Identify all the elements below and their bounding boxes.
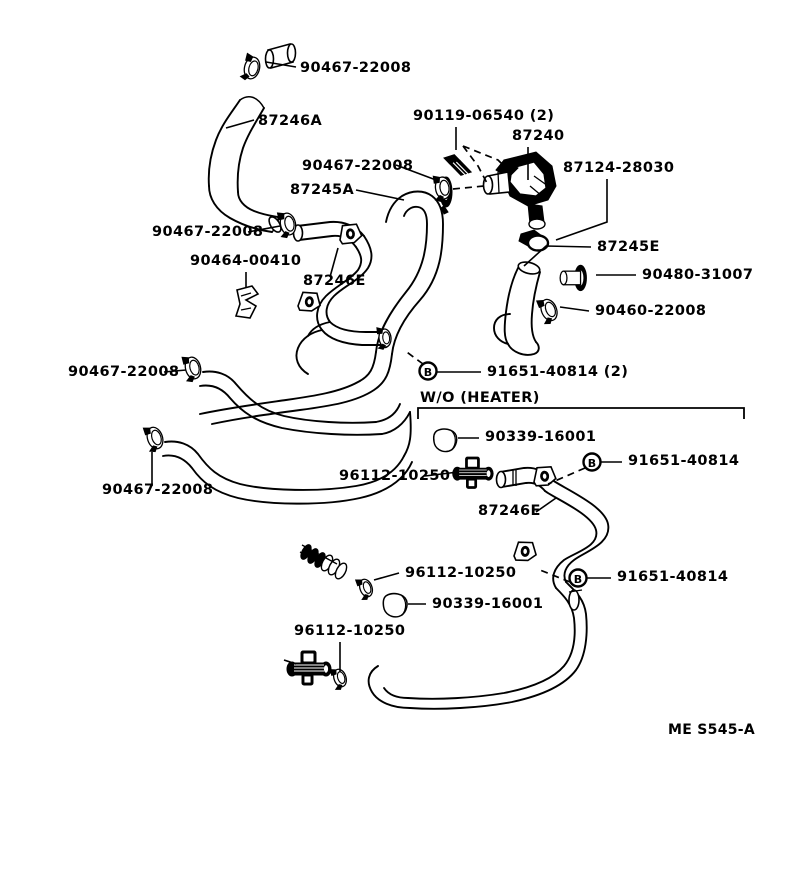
label-87245a: 87245A — [290, 182, 354, 198]
label-90339-16001-upper: 90339-16001 — [485, 429, 596, 445]
water-valve-87240-shape — [482, 151, 557, 230]
hose-bracket-ear-lower-2 — [513, 541, 538, 562]
label-90467-22008-lower-b: 90467-22008 — [102, 482, 213, 498]
hose-bracket-ear-upper — [337, 222, 364, 245]
clamp-90467-lower-b — [141, 422, 167, 454]
hose-protector-coil-shape — [299, 544, 348, 580]
label-87246e-upper: 87246E — [303, 273, 366, 289]
bolt-marker-letter: B — [588, 457, 596, 470]
clip-90464-00410-shape — [234, 285, 260, 319]
label-91651-40814-mid: 91651-40814 — [628, 453, 739, 469]
leader-lines — [151, 61, 636, 672]
label-87240: 87240 — [512, 128, 564, 144]
group-label-wo-heater: W/O (HEATER) — [420, 390, 540, 406]
hose-87246a-shape — [207, 95, 282, 233]
clamp-90460-22008-shape — [535, 294, 562, 327]
clamp-90467-top-87246a — [239, 42, 297, 84]
bolt-marker-letter: B — [424, 366, 432, 379]
grommet-90480-31007-shape — [559, 264, 588, 292]
bolt-marker-b-3: B — [568, 568, 588, 588]
bolt-marker-b-2: B — [582, 452, 602, 472]
label-91651-40814-2: 91651-40814 (2) — [487, 364, 628, 380]
label-layer: 90467-22008 87246A 90119-06540 (2) 87240… — [68, 60, 755, 738]
clamp-ring-lower-hose — [568, 589, 583, 611]
clamp-90467-lower-a — [180, 352, 205, 384]
label-90467-22008-mid: 90467-22008 — [302, 158, 413, 174]
bolt-marker-group: B B B — [418, 361, 602, 588]
label-91651-40814-low: 91651-40814 — [617, 569, 728, 585]
label-90467-22008-left: 90467-22008 — [152, 224, 263, 240]
hose-lower-upper-shape — [199, 370, 383, 436]
label-96112-10250-bottom: 96112-10250 — [294, 623, 405, 639]
plug-90339-upper-shape — [432, 428, 458, 453]
gasket-87124-28030-shape — [518, 229, 550, 252]
label-90467-22008-lower-a: 90467-22008 — [68, 364, 179, 380]
hose-bracket-ear-lower-1 — [532, 465, 558, 487]
plug-90339-lower-shape — [382, 592, 408, 618]
label-90460-22008: 90460-22008 — [595, 303, 706, 319]
assembly-dashed-lines — [452, 145, 511, 190]
union-96112-bottom-shape — [283, 650, 332, 686]
hose-lower-lower-shape — [162, 440, 413, 505]
label-87246a: 87246A — [258, 113, 322, 129]
label-87245e: 87245E — [597, 239, 660, 255]
label-90339-16001-lower: 90339-16001 — [432, 596, 543, 612]
bolt-marker-b-1: B — [418, 361, 438, 381]
label-90119-06540: 90119-06540 (2) — [413, 108, 554, 124]
hose-junction-right — [375, 403, 412, 457]
footer-diagram-code: ME S545-A — [668, 722, 755, 738]
bolt-marker-letter: B — [574, 573, 582, 586]
label-87124-28030: 87124-28030 — [563, 160, 674, 176]
label-90480-31007: 90480-31007 — [642, 267, 753, 283]
group-bracket-wo-heater — [417, 407, 745, 419]
hose-87245e-shape — [493, 261, 541, 356]
label-96112-10250-mid: 96112-10250 — [405, 565, 516, 581]
label-90467-22008-top: 90467-22008 — [300, 60, 411, 76]
bolt-90119-06540-shape — [440, 151, 476, 179]
label-90464-00410: 90464-00410 — [190, 253, 301, 269]
union-96112-upper-shape — [452, 456, 494, 489]
clamp-96112-mid-shape — [354, 574, 377, 602]
label-96112-10250-upper: 96112-10250 — [339, 468, 450, 484]
clamp-90467-87246e-endring — [375, 325, 393, 351]
label-87246e-lower: 87246E — [478, 503, 541, 519]
